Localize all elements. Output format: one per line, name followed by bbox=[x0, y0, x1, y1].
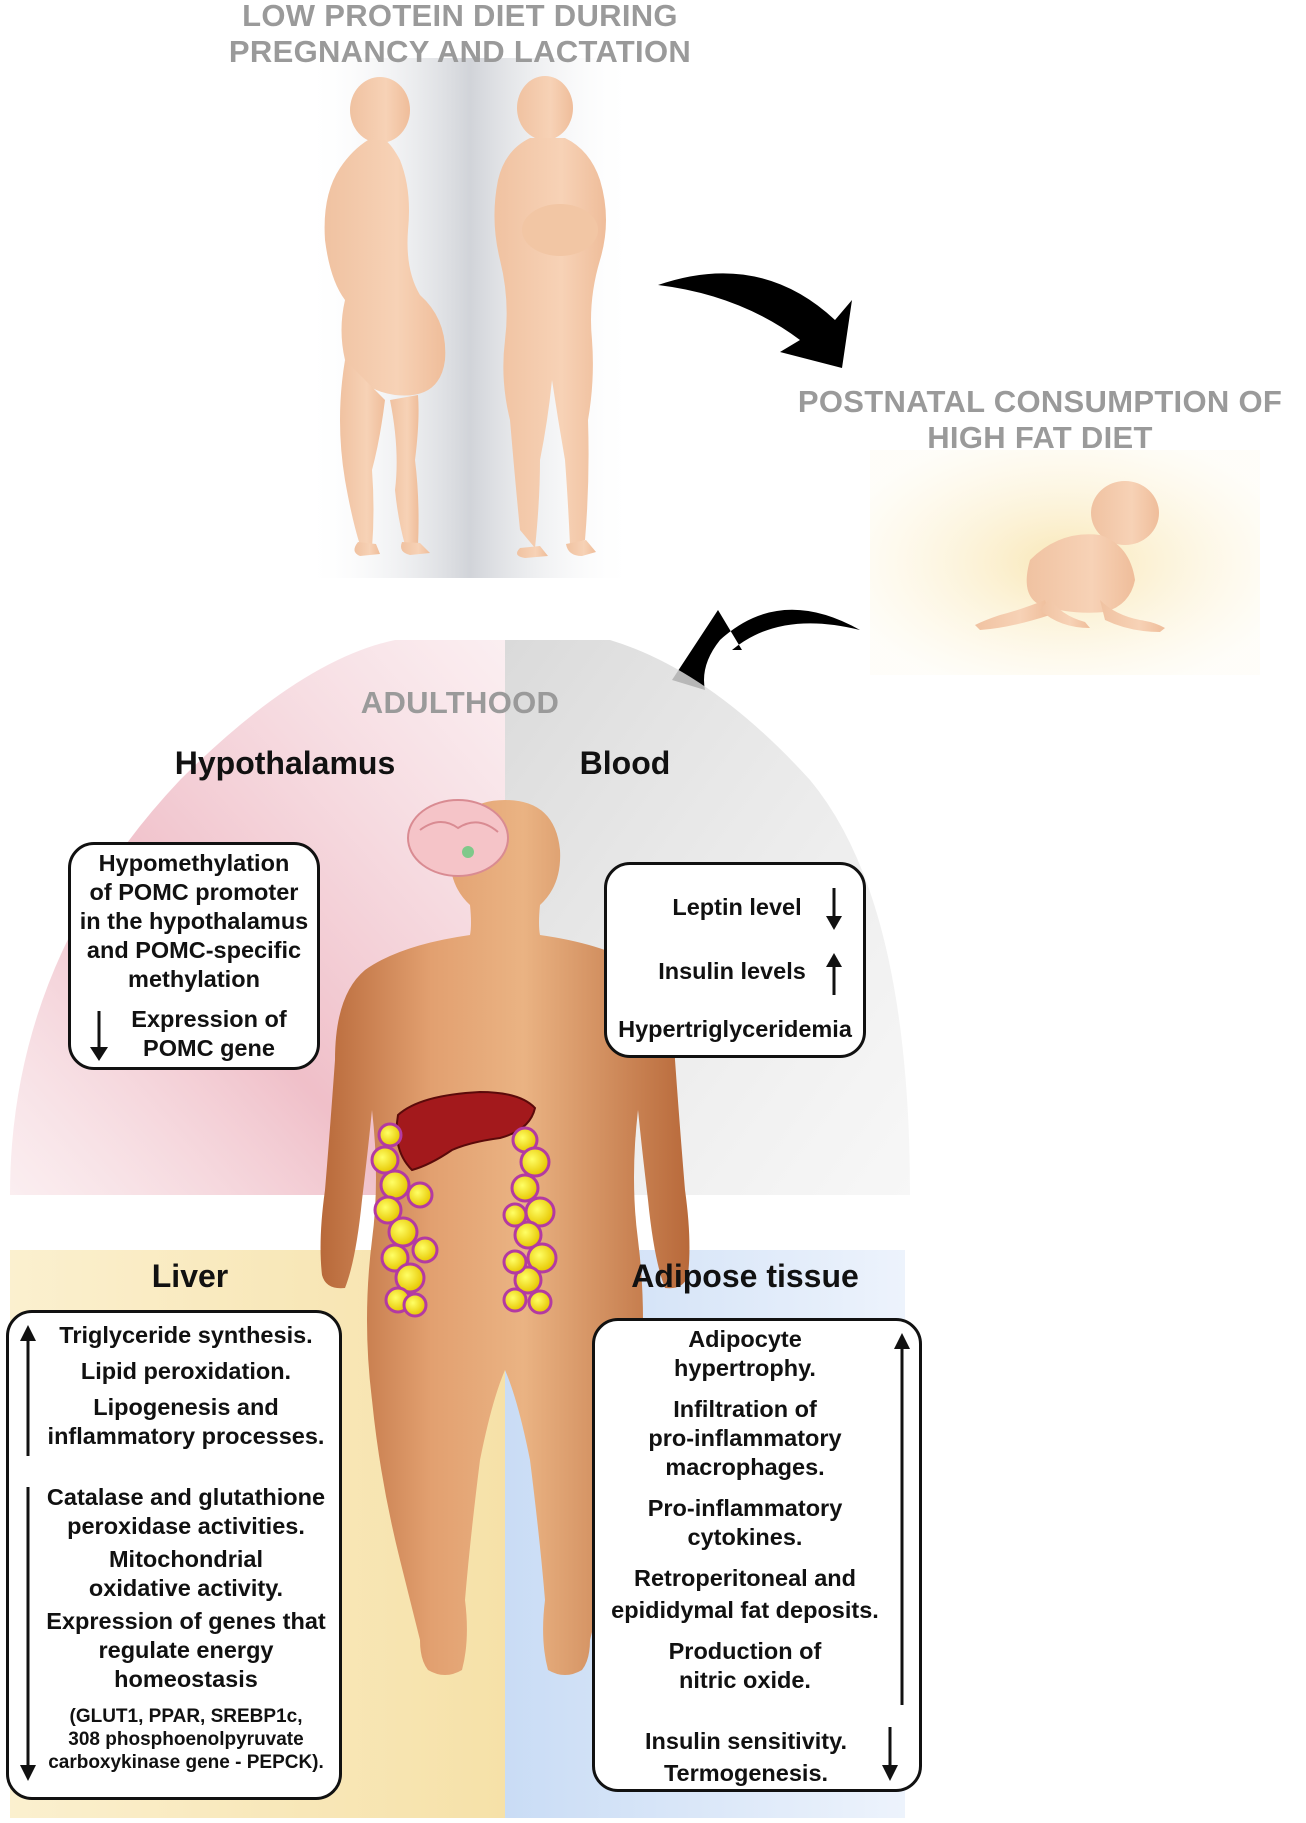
arrow-up-icon bbox=[894, 1333, 910, 1705]
stage2-title: POSTNATAL CONSUMPTION OF HIGH FAT DIET bbox=[780, 384, 1300, 456]
liver-up-line: Lipogenesis and bbox=[93, 1394, 279, 1420]
stage1-title: LOW PROTEIN DIET DURING PREGNANCY AND LA… bbox=[180, 0, 740, 70]
blood-title: Blood bbox=[579, 745, 671, 781]
leptin-text: Leptin level bbox=[672, 894, 802, 920]
adulthood-title: ADULTHOOD bbox=[360, 685, 560, 720]
insulin-text: Insulin levels bbox=[658, 958, 806, 984]
brain-icon bbox=[407, 799, 509, 877]
lactating-woman-figure bbox=[494, 76, 606, 558]
arrow-down-icon bbox=[826, 888, 842, 930]
liver-down-line: oxidative activity. bbox=[88, 1575, 284, 1601]
arrow-down-icon bbox=[20, 1487, 36, 1781]
liver-up-line: inflammatory processes. bbox=[47, 1423, 325, 1449]
adipose-cluster-right bbox=[502, 1126, 558, 1315]
adipose-up-line: Retroperitoneal and bbox=[634, 1565, 856, 1591]
stage2-title-line2: HIGH FAT DIET bbox=[927, 420, 1153, 455]
liver-box: Triglyceride synthesis. Lipid peroxidati… bbox=[6, 1310, 342, 1800]
pregnant-woman-figure bbox=[324, 77, 446, 556]
pomc-expression-line: Expression of bbox=[131, 1006, 287, 1032]
adipose-up-line: pro-inflammatory bbox=[648, 1425, 842, 1451]
liver-organ-icon bbox=[395, 1090, 537, 1172]
adipose-up-line: Production of bbox=[668, 1638, 822, 1664]
adipose-up-line: Pro-inflammatory bbox=[647, 1495, 843, 1521]
liver-down-text: Catalase and glutathione peroxidase acti… bbox=[27, 1483, 345, 1694]
hypothalamus-title: Hypothalamus bbox=[174, 745, 396, 781]
stage1-title-line2: PREGNANCY AND LACTATION bbox=[228, 34, 692, 69]
adipose-up-line: macrophages. bbox=[665, 1454, 825, 1480]
adipose-box: Adipocyte hypertrophy. Infiltration of p… bbox=[592, 1318, 922, 1792]
hypothalamus-line: Hypomethylation bbox=[98, 850, 290, 876]
hypothalamus-line: of POMC promoter bbox=[89, 879, 299, 905]
liver-genes-text: (GLUT1, PPAR, SREBP1c, 308 phosphoenolpy… bbox=[33, 1705, 339, 1774]
pomc-expression-line: POMC gene bbox=[143, 1035, 275, 1061]
adipose-up-text: Adipocyte hypertrophy. Infiltration of p… bbox=[595, 1325, 895, 1695]
hypothalamus-line: and POMC-specific bbox=[86, 937, 302, 963]
liver-down-line: Mitochondrial bbox=[108, 1546, 264, 1572]
curved-arrow-2 bbox=[672, 609, 860, 690]
blood-box: Leptin level Insulin levels Hypertriglyc… bbox=[604, 862, 866, 1058]
arrow-down-icon bbox=[90, 1011, 108, 1061]
stage2-title-line1: POSTNATAL CONSUMPTION OF bbox=[797, 384, 1283, 419]
liver-up-line: Lipid peroxidation. bbox=[80, 1358, 292, 1384]
adipose-up-line: epididymal fat deposits. bbox=[611, 1597, 879, 1623]
liver-genes-line: 308 phosphoenolpyruvate bbox=[68, 1729, 304, 1750]
hypothalamus-line: in the hypothalamus bbox=[79, 908, 309, 934]
liver-down-line: peroxidase activities. bbox=[67, 1513, 305, 1539]
adipose-up-line: hypertrophy. bbox=[674, 1355, 816, 1381]
hypothalamus-line: methylation bbox=[128, 966, 260, 992]
adipose-down-line: Termogenesis. bbox=[663, 1760, 829, 1786]
liver-genes-line: carboxykinase gene - PEPCK). bbox=[48, 1752, 324, 1773]
adipose-up-line: Infiltration of bbox=[673, 1396, 817, 1422]
arrow-up-icon bbox=[20, 1325, 36, 1456]
adipose-cluster-left bbox=[370, 1122, 439, 1318]
adipose-down-line: Insulin sensitivity. bbox=[645, 1728, 847, 1754]
adipose-up-line: cytokines. bbox=[687, 1524, 803, 1550]
arrow-down-icon bbox=[882, 1727, 898, 1781]
liver-down-line: homeostasis bbox=[114, 1666, 258, 1692]
hypertriglyceridemia-text: Hypertriglyceridemia bbox=[618, 1016, 852, 1042]
liver-down-line: Expression of genes that bbox=[46, 1608, 326, 1634]
liver-down-line: regulate energy bbox=[98, 1637, 274, 1663]
adipose-title: Adipose tissue bbox=[631, 1258, 859, 1294]
adipose-down-text: Insulin sensitivity. Termogenesis. bbox=[615, 1727, 877, 1788]
liver-up-line: Triglyceride synthesis. bbox=[59, 1322, 313, 1348]
liver-down-line: Catalase and glutathione bbox=[46, 1484, 326, 1510]
adipose-up-line: Adipocyte bbox=[688, 1326, 802, 1352]
arrow-up-icon bbox=[826, 953, 842, 995]
stage1-title-line1: LOW PROTEIN DIET DURING bbox=[242, 0, 678, 33]
adipose-up-line: nitric oxide. bbox=[679, 1667, 811, 1693]
pomc-expression-text: Expression of POMC gene bbox=[109, 1005, 309, 1063]
liver-up-text: Triglyceride synthesis. Lipid peroxidati… bbox=[31, 1321, 341, 1451]
hypothalamus-box: Hypomethylation of POMC promoter in the … bbox=[68, 842, 320, 1070]
hypothalamus-text: Hypomethylation of POMC promoter in the … bbox=[71, 849, 317, 994]
crawling-baby-figure bbox=[975, 481, 1165, 632]
liver-genes-line: (GLUT1, PPAR, SREBP1c, bbox=[69, 1706, 303, 1727]
curved-arrow-1 bbox=[658, 273, 852, 368]
liver-title: Liver bbox=[151, 1258, 229, 1294]
